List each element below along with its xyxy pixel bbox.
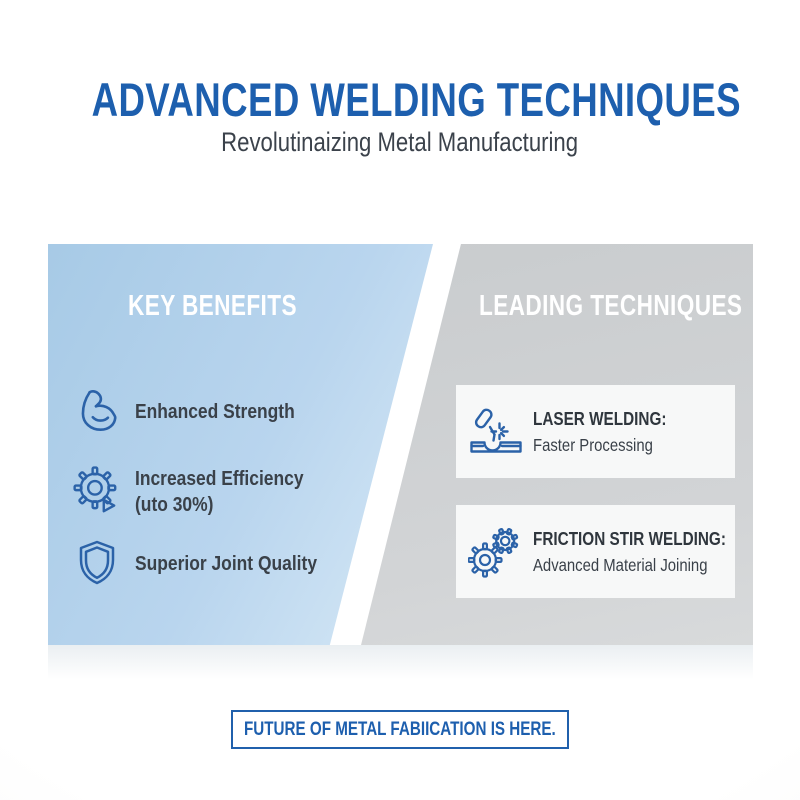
technique-card-laser: LASER WELDING: Faster Processing bbox=[456, 385, 735, 478]
technique-card-friction-stir: FRICTION STIR WELDING: Advanced Material… bbox=[456, 505, 735, 598]
page-subtitle-text: Revolutinaizing Metal Manufacturing bbox=[221, 127, 579, 157]
gears-icon bbox=[468, 526, 524, 578]
technique-title: FRICTION STIR WELDING: bbox=[533, 528, 726, 549]
technique-card-text: LASER WELDING: Faster Processing bbox=[533, 406, 666, 458]
benefit-label: Enhanced Strength bbox=[135, 400, 295, 423]
bicep-icon bbox=[72, 387, 122, 437]
benefit-item-quality: Superior Joint Quality bbox=[72, 536, 349, 592]
page-title: ADVANCED WELDING TECHNIQUES bbox=[0, 72, 800, 127]
key-benefits-heading: KEY BENEFITS bbox=[128, 290, 297, 322]
technique-card-text: FRICTION STIR WELDING: Advanced Material… bbox=[533, 526, 726, 578]
key-benefits-panel: KEY BENEFITS Enhanced Strength bbox=[48, 244, 433, 645]
leading-techniques-panel: LEADING TECHNIQUES LASER WELD bbox=[361, 244, 753, 645]
technique-title: LASER WELDING: bbox=[533, 408, 667, 429]
technique-subtitle: Faster Processing bbox=[533, 434, 653, 455]
leading-techniques-heading: LEADING TECHNIQUES bbox=[479, 290, 743, 322]
laser-welding-icon bbox=[468, 407, 524, 457]
benefit-label: Increased Efficiency (uto 30%) bbox=[135, 467, 304, 516]
page-title-text: ADVANCED WELDING TECHNIQUES bbox=[91, 73, 741, 126]
benefit-item-strength: Enhanced Strength bbox=[72, 385, 323, 439]
panel-reflection bbox=[48, 645, 753, 687]
gear-icon bbox=[72, 466, 122, 518]
benefit-item-efficiency: Increased Efficiency (uto 30%) bbox=[72, 463, 333, 521]
page-subtitle: Revolutinaizing Metal Manufacturing bbox=[0, 127, 800, 158]
shield-icon bbox=[72, 538, 122, 590]
benefit-label: Superior Joint Quality bbox=[135, 552, 318, 575]
technique-subtitle: Advanced Material Joining bbox=[533, 554, 708, 575]
footer-banner-text: FUTURE OF METAL FABIICATION IS HERE. bbox=[244, 718, 556, 740]
footer-banner: FUTURE OF METAL FABIICATION IS HERE. bbox=[231, 710, 569, 749]
